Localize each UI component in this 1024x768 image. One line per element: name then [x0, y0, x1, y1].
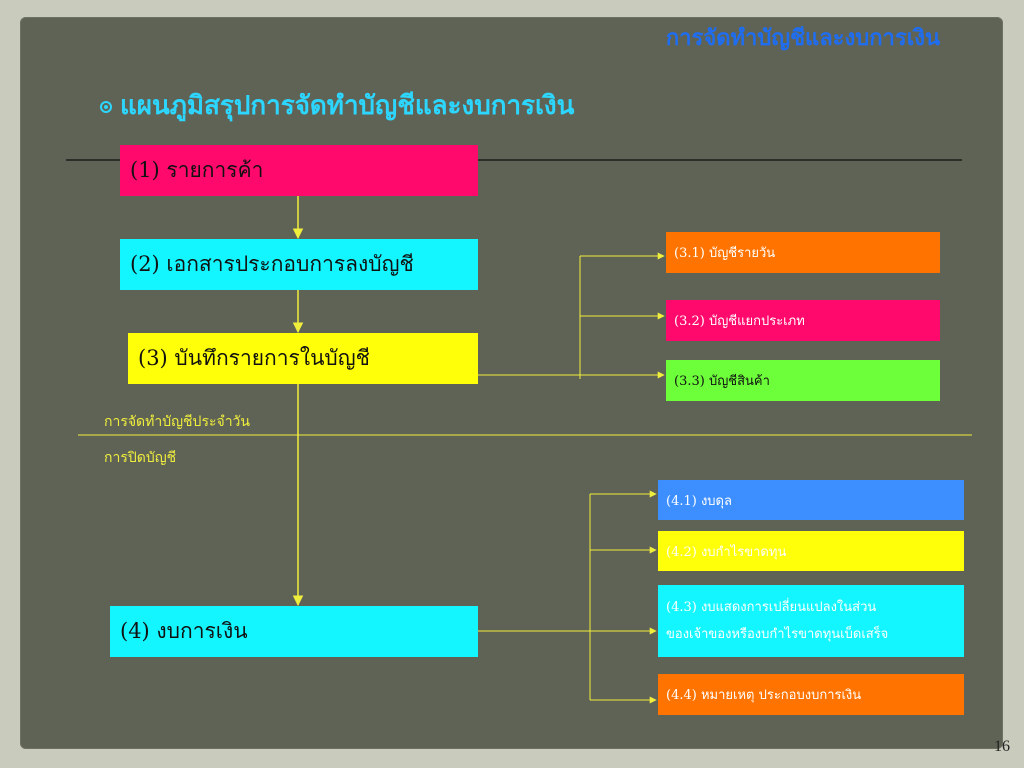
label-daily-accounting: การจัดทำบัญชีประจำวัน [104, 414, 250, 430]
book-inventory: (3.3) บัญชีสินค้า [666, 360, 940, 401]
statement-equity-changes: (4.3) งบแสดงการเปลี่ยนแปลงในส่วน ของเจ้า… [658, 585, 964, 657]
heading-row: แผนภูมิสรุปการจัดทำบัญชีและงบการเงิน [100, 85, 574, 126]
slide-heading: แผนภูมิสรุปการจัดทำบัญชีและงบการเงิน [120, 91, 575, 121]
book-ledger: (3.2) บัญชีแยกประเภท [666, 300, 940, 341]
step-3-recording: (3) บันทึกรายการในบัญชี [128, 333, 478, 384]
statement-equity-line-2: ของเจ้าของหรืองบกำไรขาดทุนเบ็ดเสร็จ [666, 627, 889, 642]
book-journal: (3.1) บัญชีรายวัน [666, 232, 940, 273]
bullet-icon [100, 100, 112, 113]
step-1-transactions: (1) รายการค้า [120, 145, 478, 196]
step-4-financial-statements: (4) งบการเงิน [110, 606, 478, 657]
page-number: 16 [994, 738, 1010, 755]
slide-title: การจัดทำบัญชีและงบการเงิน [665, 26, 940, 51]
statement-equity-line-1: (4.3) งบแสดงการเปลี่ยนแปลงในส่วน [666, 600, 877, 615]
label-closing-accounts: การปิดบัญชี [104, 450, 177, 466]
statement-balance-sheet: (4.1) งบดุล [658, 480, 964, 520]
statement-income: (4.2) งบกำไรขาดทุน [658, 531, 964, 571]
statement-notes: (4.4) หมายเหตุ ประกอบงบการเงิน [658, 674, 964, 715]
step-2-documents: (2) เอกสารประกอบการลงบัญชี [120, 239, 478, 290]
